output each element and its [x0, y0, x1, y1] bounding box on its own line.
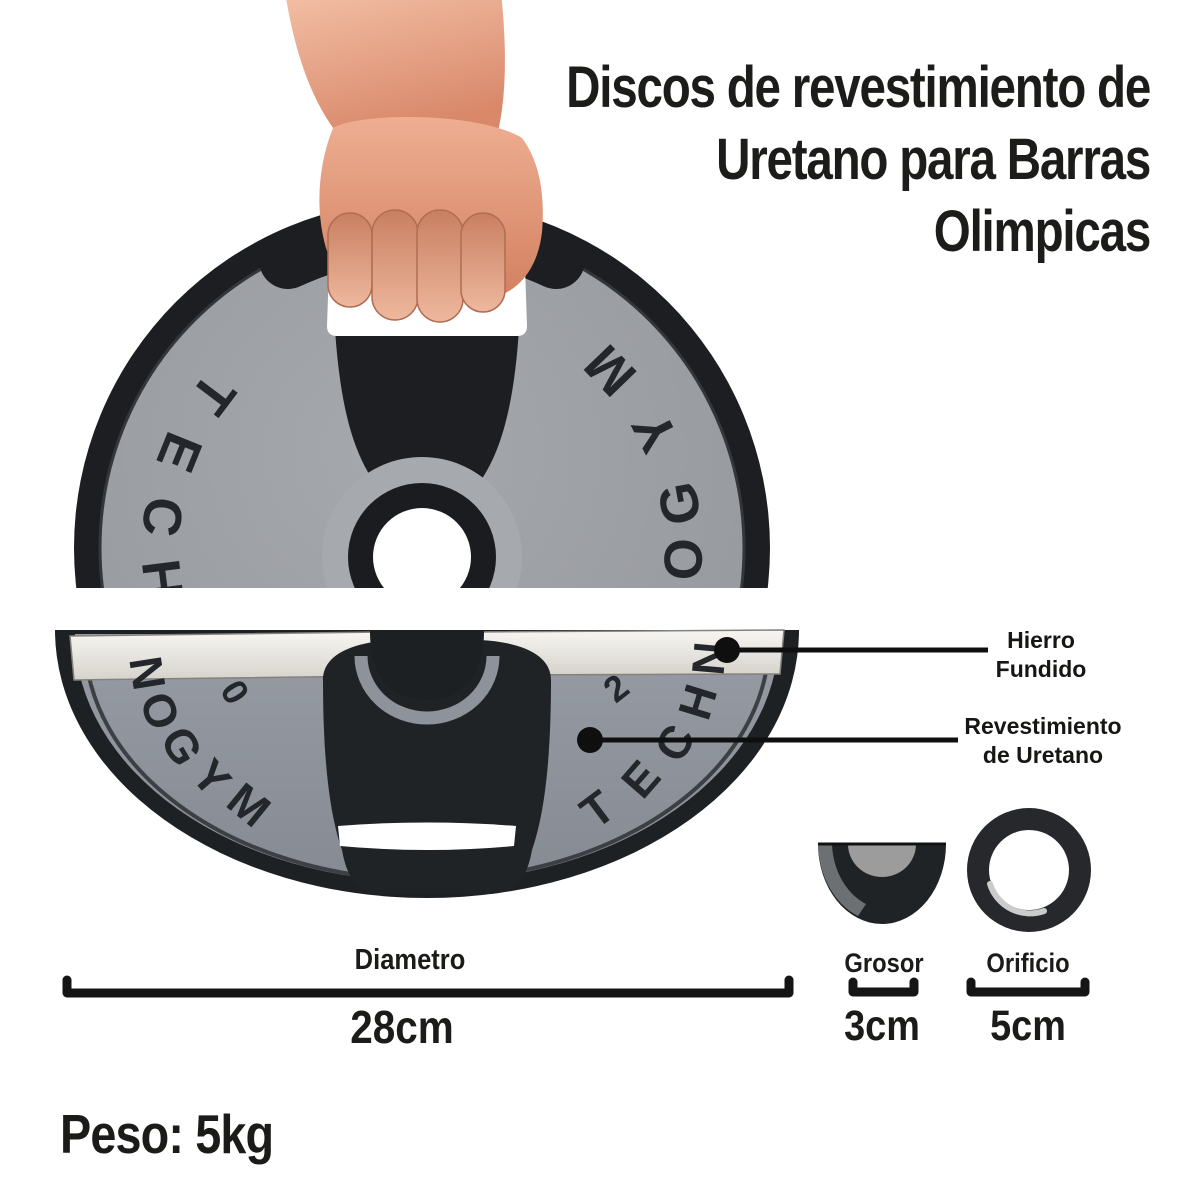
title-line-3: Olimpicas — [933, 199, 1151, 264]
forearm — [286, 0, 505, 140]
urethane-label-line-1: Revestimiento — [964, 713, 1122, 739]
hole-label: Orificio — [986, 948, 1070, 978]
hole-icon — [967, 808, 1091, 932]
urethane-label-line-2: de Uretano — [982, 742, 1104, 768]
finger — [460, 212, 506, 313]
hole-inner-highlight — [987, 881, 1047, 917]
bore-notch — [370, 631, 484, 700]
leader-lines — [590, 647, 988, 743]
title-line-1: Discos de revestimiento de — [566, 55, 1151, 120]
brand-letter: O — [653, 537, 715, 582]
diameter-label: Diametro — [354, 944, 466, 976]
hole-bracket — [966, 977, 1090, 997]
thickness-label: Grosor — [844, 948, 924, 978]
hole-center — [989, 830, 1069, 910]
urethane-annotation-label: Revestimiento de Uretano — [948, 712, 1138, 770]
diameter-value: 28cm — [350, 1001, 454, 1053]
brand-letter: G — [647, 478, 713, 530]
thickness-value: 3cm — [844, 1002, 920, 1050]
brand-letter: C — [130, 494, 194, 540]
thickness-icon — [818, 842, 946, 924]
page-title: Discos de revestimiento de Uretano para … — [566, 52, 1151, 268]
title-line-2: Uretano para Barras — [716, 127, 1151, 192]
thickness-bracket — [848, 977, 919, 997]
hand-icon — [286, 0, 543, 323]
iron-label-line-2: Fundido — [995, 656, 1087, 682]
handle-slot — [338, 822, 516, 850]
thickness-edge-highlight — [818, 844, 866, 916]
brand-letter: N — [119, 653, 176, 694]
hole-value: 5cm — [990, 1002, 1066, 1050]
thickness-inner-face — [848, 844, 916, 877]
iron-annotation-label: Hierro Fundido — [963, 626, 1119, 684]
diameter-bracket — [62, 975, 794, 998]
weight-text: Peso: 5kg — [60, 1103, 274, 1165]
brand-letter: H — [130, 556, 194, 588]
leader-dot-iron — [714, 637, 740, 663]
bore-gray-ring — [354, 655, 500, 725]
iron-label-line-1: Hierro — [1007, 627, 1075, 653]
leader-dot-urethane — [577, 727, 603, 753]
weight-plate-photo: TECHNNOGYM — [74, 0, 770, 588]
center-hole — [373, 508, 471, 588]
